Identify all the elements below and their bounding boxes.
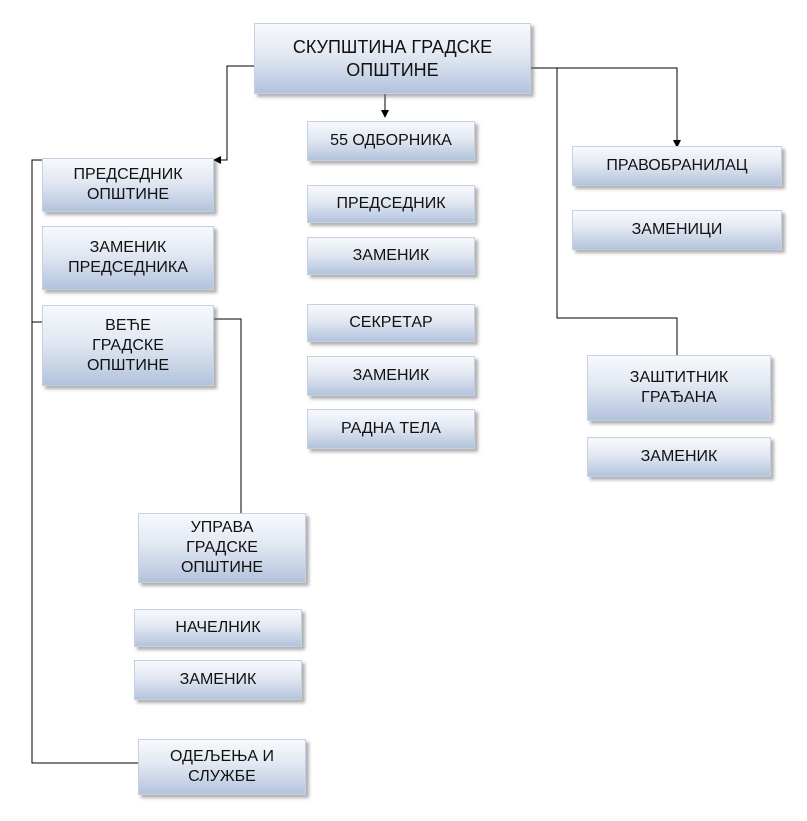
assembly-title-line2: ОПШТИНЕ bbox=[346, 59, 439, 80]
chief-deputy-label: ЗАМЕНИК bbox=[179, 671, 257, 688]
council-line3: ОПШТИНЕ bbox=[86, 356, 170, 374]
president-box: ПРЕДСЕДНИК ОПШТИНЕ bbox=[42, 158, 214, 212]
administration-line2: ГРАДСКЕ bbox=[186, 539, 258, 556]
connector-council-to-administration bbox=[214, 318, 242, 513]
chief-label: НАЧЕЛНИК bbox=[175, 619, 261, 636]
connector-assembly-to-ombudsman bbox=[556, 68, 678, 355]
councillors-box: 55 ОДБОРНИКА bbox=[307, 121, 475, 161]
president-line2: ОПШТИНЕ bbox=[86, 186, 170, 203]
chief-box: НАЧЕЛНИК bbox=[134, 609, 302, 647]
deputy-president-line1: ЗАМЕНИК bbox=[89, 239, 167, 256]
attorney-label: ПРАВОБРАНИЛАЦ bbox=[606, 157, 748, 174]
connector-left-spine bbox=[31, 159, 138, 764]
assembly-president-label: ПРЕДСЕДНИК bbox=[336, 195, 446, 212]
chief-deputy-box: ЗАМЕНИК bbox=[134, 660, 302, 700]
attorney-box: ПРАВОБРАНИЛАЦ bbox=[572, 146, 782, 186]
working-bodies-box: РАДНА ТЕЛА bbox=[307, 409, 475, 449]
ombudsman-box: ЗАШТИТНИК ГРАЂАНА bbox=[587, 355, 771, 421]
working-bodies-label: РАДНА ТЕЛА bbox=[341, 420, 441, 437]
assembly-deputy-box: ЗАМЕНИК bbox=[307, 237, 475, 275]
ombudsman-deputy-label: ЗАМЕНИК bbox=[640, 448, 718, 465]
council-line1: ВЕЋЕ bbox=[105, 316, 151, 334]
departments-line2: СЛУЖБЕ bbox=[188, 768, 256, 785]
secretary-box: СЕКРЕТАР bbox=[307, 304, 475, 342]
ombudsman-deputy-box: ЗАМЕНИК bbox=[587, 437, 771, 477]
attorney-deputies-box: ЗАМЕНИЦИ bbox=[572, 210, 782, 250]
assembly-president-box: ПРЕДСЕДНИК bbox=[307, 185, 475, 223]
connector-assembly-to-president bbox=[213, 65, 254, 164]
president-line1: ПРЕДСЕДНИК bbox=[73, 166, 183, 183]
secretary-deputy-box: ЗАМЕНИК bbox=[307, 356, 475, 396]
assembly-title-line1: СКУПШТИНА ГРАДСКЕ bbox=[292, 36, 493, 57]
council-box: ВЕЋЕ ГРАДСКЕ ОПШТИНЕ bbox=[42, 305, 214, 386]
secretary-label: СЕКРЕТАР bbox=[349, 314, 433, 331]
assembly-deputy-label: ЗАМЕНИК bbox=[352, 247, 430, 264]
departments-box: ОДЕЉЕЊА И СЛУЖБЕ bbox=[138, 739, 306, 795]
councillors-label: 55 ОДБОРНИКА bbox=[330, 132, 452, 149]
ombudsman-line1: ЗАШТИТНИК bbox=[629, 369, 729, 386]
assembly-box: СКУПШТИНА ГРАДСКЕ ОПШТИНЕ bbox=[254, 23, 531, 94]
attorney-deputies-label: ЗАМЕНИЦИ bbox=[631, 221, 723, 238]
connector-assembly-to-attorney bbox=[531, 67, 681, 148]
administration-line3: ОПШТИНЕ bbox=[180, 559, 264, 576]
administration-line1: УПРАВА bbox=[190, 519, 254, 536]
council-line2: ГРАДСКЕ bbox=[92, 336, 164, 354]
administration-box: УПРАВА ГРАДСКЕ ОПШТИНЕ bbox=[138, 513, 306, 583]
deputy-president-line2: ПРЕДСЕДНИКА bbox=[68, 259, 188, 276]
secretary-deputy-label: ЗАМЕНИК bbox=[352, 367, 430, 384]
deputy-president-box: ЗАМЕНИК ПРЕДСЕДНИКА bbox=[42, 226, 214, 290]
departments-line1: ОДЕЉЕЊА И bbox=[170, 748, 274, 765]
ombudsman-line2: ГРАЂАНА bbox=[641, 389, 717, 406]
